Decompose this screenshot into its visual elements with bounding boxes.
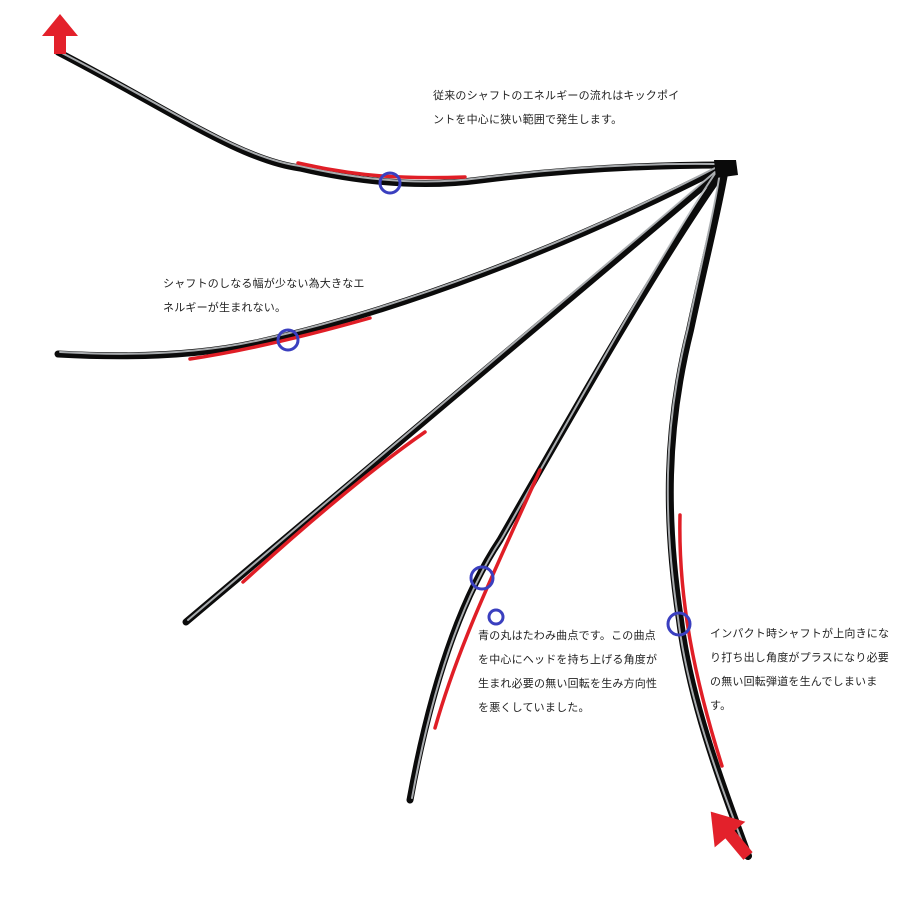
note-line: す。 [710,699,732,712]
note-line: 従来のシャフトのエネルギーの流れはキックポイ [433,89,680,102]
note-traditional-energy-flow: 従来のシャフトのエネルギーの流れはキックポイ ントを中心に狭い範囲で発生します。 [433,84,679,132]
shaft-2 [54,162,729,360]
bend-point-marker-legend [487,608,505,626]
grip-hub [714,160,738,178]
note-small-flex: シャフトのしなる幅が少ない為大きなエ ネルギーが生まれない。 [163,272,365,320]
flex-highlights [188,161,724,768]
note-impact-launch-angle: インパクト時シャフトが上向きにな り打ち出し角度がプラスになり必要 の無い回転弾… [710,622,889,718]
shaft-1 [54,48,729,188]
arrow-up-right-icon [710,811,753,860]
note-line: ントを中心に狭い範囲で発生します。 [433,113,623,126]
arrow-up-icon [42,14,78,54]
note-line: インパクト時シャフトが上向きにな [710,627,890,640]
note-line: を悪くしていました。 [478,701,590,714]
bend-point-marker-2 [276,328,300,352]
note-line: ネルギーが生まれない。 [163,301,287,314]
note-line: 生まれ必要の無い回転を生み方向性 [478,677,658,690]
shaft-4 [406,164,729,804]
note-line: り打ち出し角度がプラスになり必要 [710,651,889,664]
bend-point-marker-1 [378,171,402,195]
note-line: の無い回転弾道を生んでしまいま [710,675,878,688]
shaft-3 [182,164,729,626]
note-blue-circle-explanation: 青の丸はたわみ曲点です。この曲点 を中心にヘッドを持ち上げる角度が 生まれ必要の… [478,624,657,720]
bend-point-marker-4 [666,611,692,637]
note-line: 青の丸はたわみ曲点です。この曲点 [478,629,656,642]
note-line: を中心にヘッドを持ち上げる角度が [478,653,658,666]
shaft-5 [665,164,752,860]
bend-point-marker-3 [469,565,495,591]
note-line: シャフトのしなる幅が少ない為大きなエ [163,277,365,290]
